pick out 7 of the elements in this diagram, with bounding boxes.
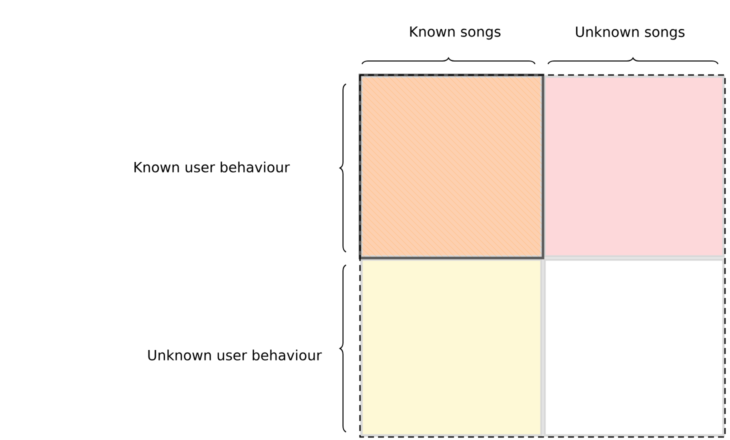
matrix-cell bbox=[543, 75, 725, 258]
axis-label: Unknown songs bbox=[576, 26, 685, 40]
matrix-cell bbox=[360, 258, 543, 437]
axis-label: Unknown user behaviour bbox=[148, 350, 322, 360]
matrix-cell bbox=[543, 258, 725, 437]
axis-label: Known songs bbox=[410, 26, 500, 40]
axis-label: Known user behaviour bbox=[134, 162, 290, 172]
